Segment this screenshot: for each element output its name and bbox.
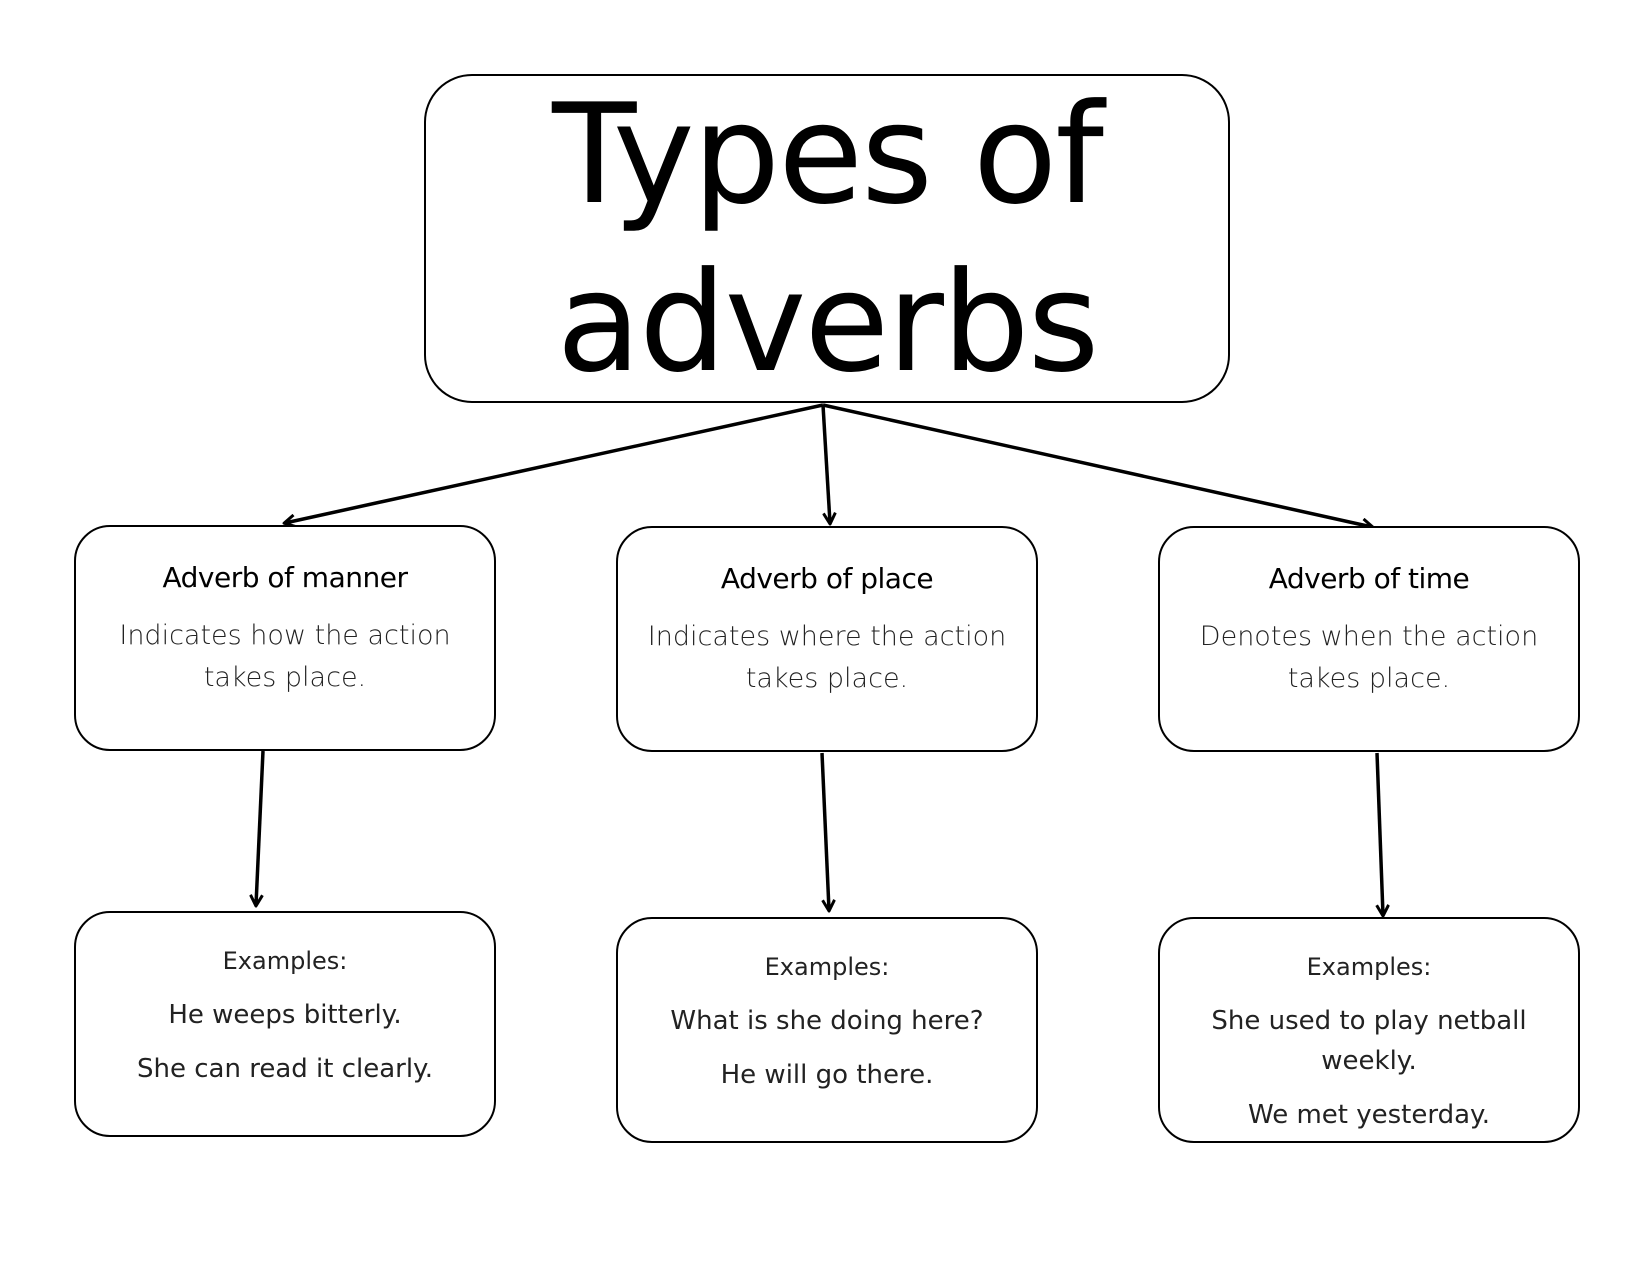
examples-label: Examples: — [1306, 953, 1432, 981]
example-sentence: She used to play netball weekly. — [1211, 1006, 1527, 1076]
category-description: Denotes when the action takes place. — [1199, 621, 1539, 694]
category-box-manner: Adverb of manner Indicates how the actio… — [74, 525, 496, 751]
example-sentence: He weeps bitterly. — [168, 1000, 402, 1030]
example-sentence: What is she doing here? — [670, 1006, 984, 1036]
category-box-time: Adverb of time Denotes when the action t… — [1158, 526, 1580, 752]
diagram-title-line-2: adverbs — [556, 241, 1100, 403]
category-heading: Adverb of manner — [162, 561, 408, 594]
category-box-place: Adverb of place Indicates where the acti… — [616, 526, 1038, 752]
arrow-place-to-examples — [820, 752, 829, 910]
arrow-title-to-time — [822, 403, 1372, 527]
diagram-title-box: Types of adverbs — [424, 74, 1230, 403]
arrow-title-to-manner — [285, 403, 824, 523]
category-description: Indicates where the action takes place. — [647, 621, 1007, 694]
category-heading: Adverb of place — [720, 562, 934, 595]
example-sentence: We met yesterday. — [1248, 1100, 1490, 1130]
arrow-time-to-examples — [1375, 752, 1383, 915]
examples-box-manner: Examples: He weeps bitterly. She can rea… — [74, 911, 496, 1137]
arrow-title-to-place — [821, 404, 830, 523]
diagram-title-line-1: Types of — [552, 73, 1104, 235]
examples-label: Examples: — [764, 953, 890, 981]
category-description: Indicates how the action takes place. — [119, 620, 451, 693]
arrow-manner-to-examples — [256, 750, 265, 905]
examples-box-time: Examples: She used to play netball weekl… — [1158, 917, 1580, 1143]
category-heading: Adverb of time — [1268, 562, 1470, 595]
example-sentence: She can read it clearly. — [136, 1054, 434, 1084]
examples-box-place: Examples: What is she doing here? He wil… — [616, 917, 1038, 1143]
example-sentence: He will go there. — [720, 1060, 934, 1090]
examples-label: Examples: — [222, 947, 348, 975]
